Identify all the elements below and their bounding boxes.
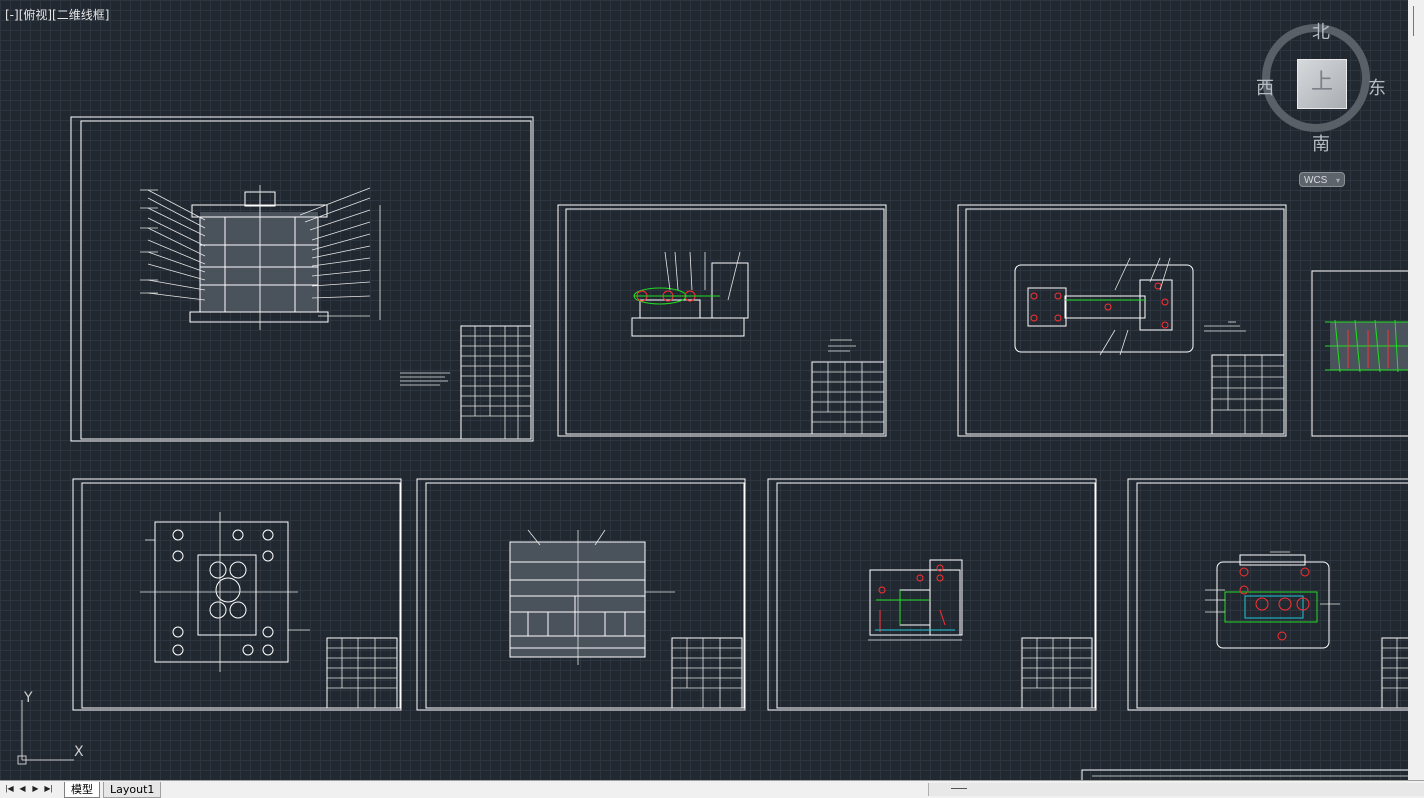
compass-north-label[interactable]: 北 <box>1312 22 1330 43</box>
compass-south-label[interactable]: 南 <box>1312 134 1330 155</box>
last-tab-icon[interactable]: ▶| <box>44 784 53 793</box>
vertical-scrollbar[interactable] <box>1408 0 1424 780</box>
drawing-sheet-5[interactable] <box>72 478 402 711</box>
model-space-viewport[interactable]: [-][俯视][二维线框] 北 南 东 西 上 WCS ▾ Y X <box>0 0 1424 780</box>
drawing-sheet-7[interactable] <box>767 478 1097 711</box>
compass-east-label[interactable]: 东 <box>1368 78 1386 99</box>
first-tab-icon[interactable]: |◀ <box>5 784 14 793</box>
viewcube-compass-ring[interactable] <box>1262 24 1370 132</box>
next-tab-icon[interactable]: ▶ <box>32 784 39 793</box>
ucs-x-label: X <box>74 744 84 760</box>
horizontal-scrollbar[interactable] <box>928 783 1424 796</box>
prev-tab-icon[interactable]: ◀ <box>19 784 26 793</box>
compass-west-label[interactable]: 西 <box>1256 78 1274 99</box>
tab-model[interactable]: 模型 <box>64 782 100 798</box>
drawing-sheet-4[interactable] <box>1311 270 1424 437</box>
viewport-controls-label[interactable]: [-][俯视][二维线框] <box>5 8 110 22</box>
vertical-scrollbar-thumb[interactable] <box>1413 6 1414 36</box>
drawing-sheet-2[interactable] <box>557 204 887 437</box>
drawing-sheet-1[interactable] <box>70 116 534 442</box>
drawing-sheet-8[interactable] <box>1127 478 1424 711</box>
drawing-sheet-6[interactable] <box>416 478 746 711</box>
wcs-menu-button[interactable]: WCS ▾ <box>1299 172 1345 187</box>
layout-tab-bar: |◀ ◀ ▶ ▶| 模型 Layout1 <box>0 780 1424 798</box>
ucs-y-label: Y <box>24 690 33 706</box>
viewcube-top-face[interactable]: 上 <box>1297 59 1347 109</box>
horizontal-scrollbar-thumb[interactable] <box>951 788 967 789</box>
drawing-sheet-9[interactable] <box>1081 769 1423 780</box>
tab-layout1[interactable]: Layout1 <box>103 782 162 798</box>
viewcube[interactable]: 北 南 东 西 上 WCS ▾ <box>1256 14 1388 194</box>
drawing-canvas[interactable] <box>0 0 1424 780</box>
ucs-icon: Y X <box>16 690 96 770</box>
chevron-down-icon: ▾ <box>1335 176 1340 185</box>
wcs-label: WCS <box>1304 175 1328 186</box>
drawing-sheet-3[interactable] <box>957 204 1287 437</box>
ucs-axes-icon <box>17 700 74 765</box>
